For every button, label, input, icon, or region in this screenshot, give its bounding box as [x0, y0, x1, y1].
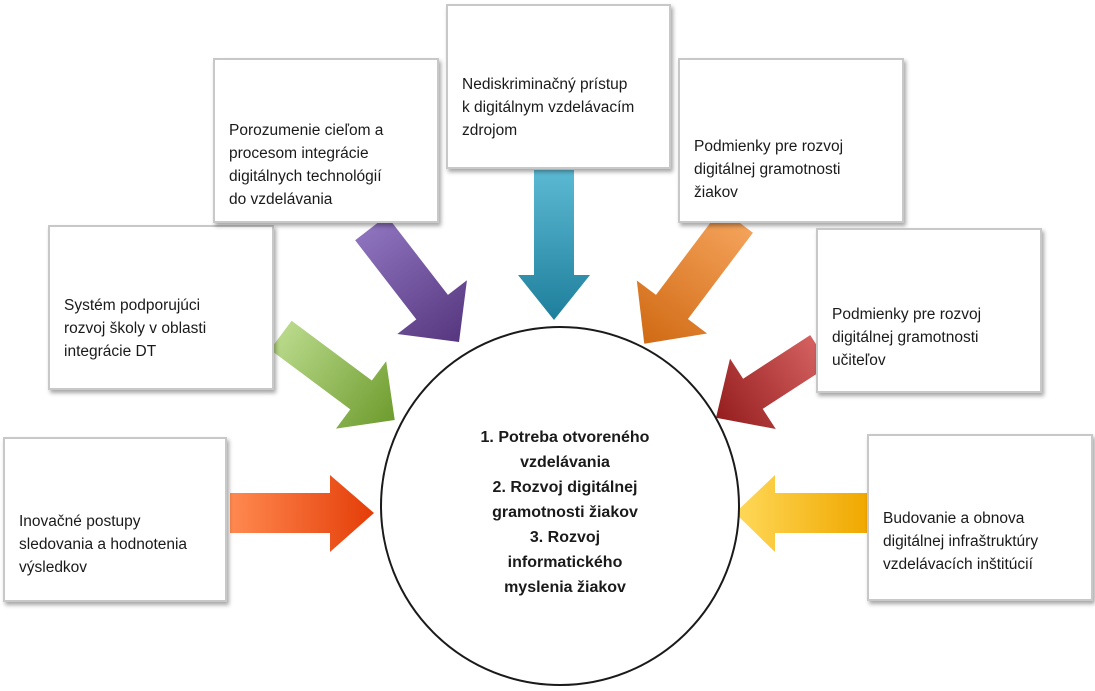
box-inovacne: Inovačné postupy sledovania a hodnotenia…: [3, 437, 227, 602]
center-item-1: 1. Potreba otvoreného vzdelávania: [480, 429, 650, 471]
box-podmienky-ziakov: Podmienky pre rozvoj digitálnej gramotno…: [678, 58, 904, 223]
box-podmienky-ucitelov-text: Podmienky pre rozvoj digitálnej gramotno…: [832, 306, 982, 369]
arrow-purple: [355, 215, 467, 342]
box-podmienky-ziakov-text: Podmienky pre rozvoj digitálnej gramotno…: [694, 138, 844, 201]
box-budovanie: Budovanie a obnova digitálnej infraštruk…: [867, 434, 1093, 601]
box-nediskriminacny: Nediskriminačný prístup k digitálnym vzd…: [446, 4, 671, 169]
box-system-text: Systém podporujúci rozvoj školy v oblast…: [64, 297, 207, 360]
center-item-2: 2. Rozvoj digitálnej gramotnosti žiakov: [492, 479, 638, 521]
box-nediskriminacny-text: Nediskriminačný prístup k digitálnym vzd…: [462, 76, 635, 139]
box-podmienky-ucitelov: Podmienky pre rozvoj digitálnej gramotno…: [816, 228, 1042, 393]
box-budovanie-text: Budovanie a obnova digitálnej infraštruk…: [883, 510, 1039, 573]
arrow-red-orange: [230, 475, 374, 552]
box-porozumenie-text: Porozumenie cieľom a procesom integrácie…: [229, 122, 384, 208]
center-list: 1. Potreba otvoreného vzdelávania 2. Roz…: [420, 425, 710, 600]
box-inovacne-text: Inovačné postupy sledovania a hodnotenia…: [19, 513, 188, 576]
box-porozumenie: Porozumenie cieľom a procesom integrácie…: [213, 58, 439, 223]
arrow-yellow: [735, 475, 867, 552]
center-item-3: 3. Rozvoj informatického myslenia žiakov: [504, 529, 626, 596]
arrow-orange: [636, 208, 753, 344]
arrow-green: [270, 320, 395, 429]
center-circle: [380, 326, 740, 686]
arrow-red: [716, 335, 830, 430]
arrow-teal: [518, 170, 590, 320]
box-system-podporujuci: Systém podporujúci rozvoj školy v oblast…: [48, 225, 274, 390]
